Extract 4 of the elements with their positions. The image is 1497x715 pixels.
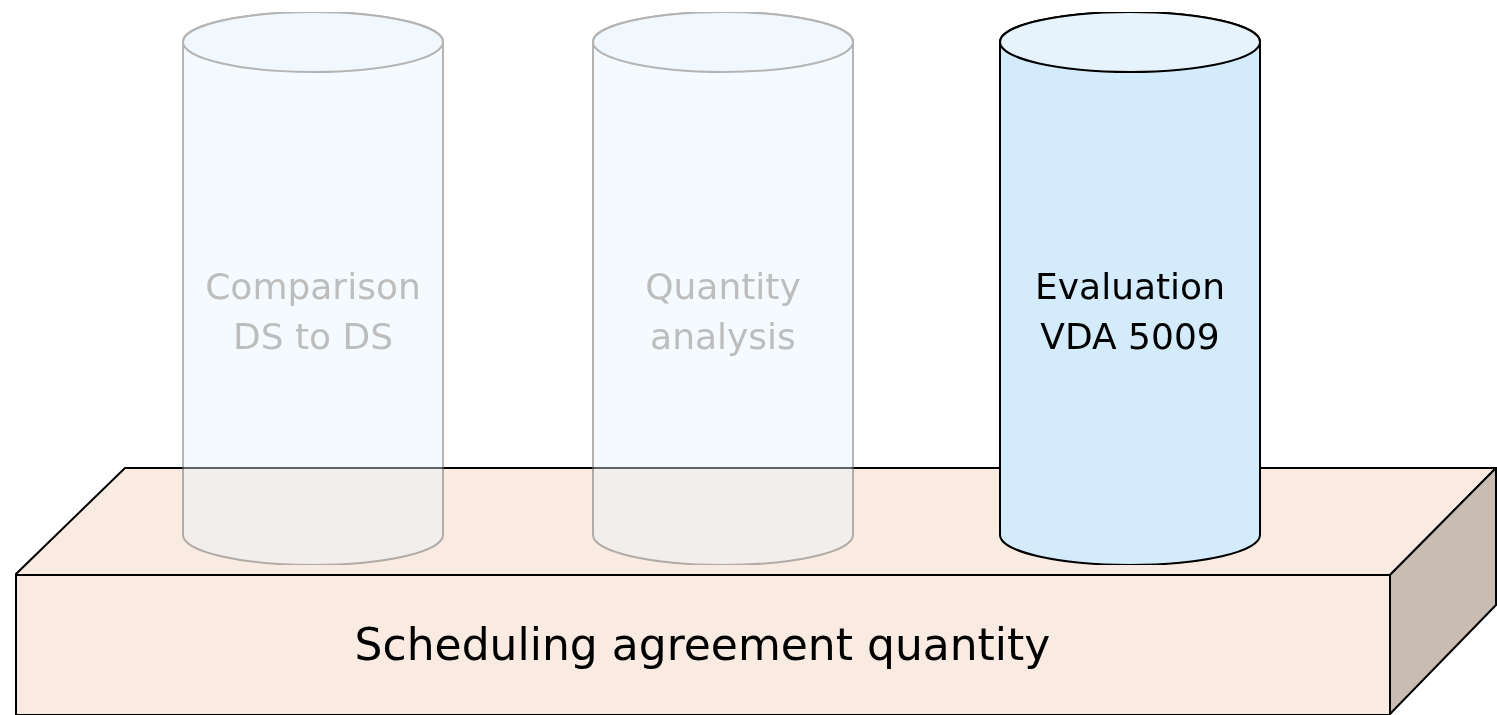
platform-label: Scheduling agreement quantity — [354, 618, 1051, 672]
cylinder-label: Quantity analysis — [644, 265, 802, 359]
cylinder-label: Comparison DS to DS — [204, 265, 422, 359]
cylinder-label: Evaluation VDA 5009 — [1034, 265, 1226, 359]
